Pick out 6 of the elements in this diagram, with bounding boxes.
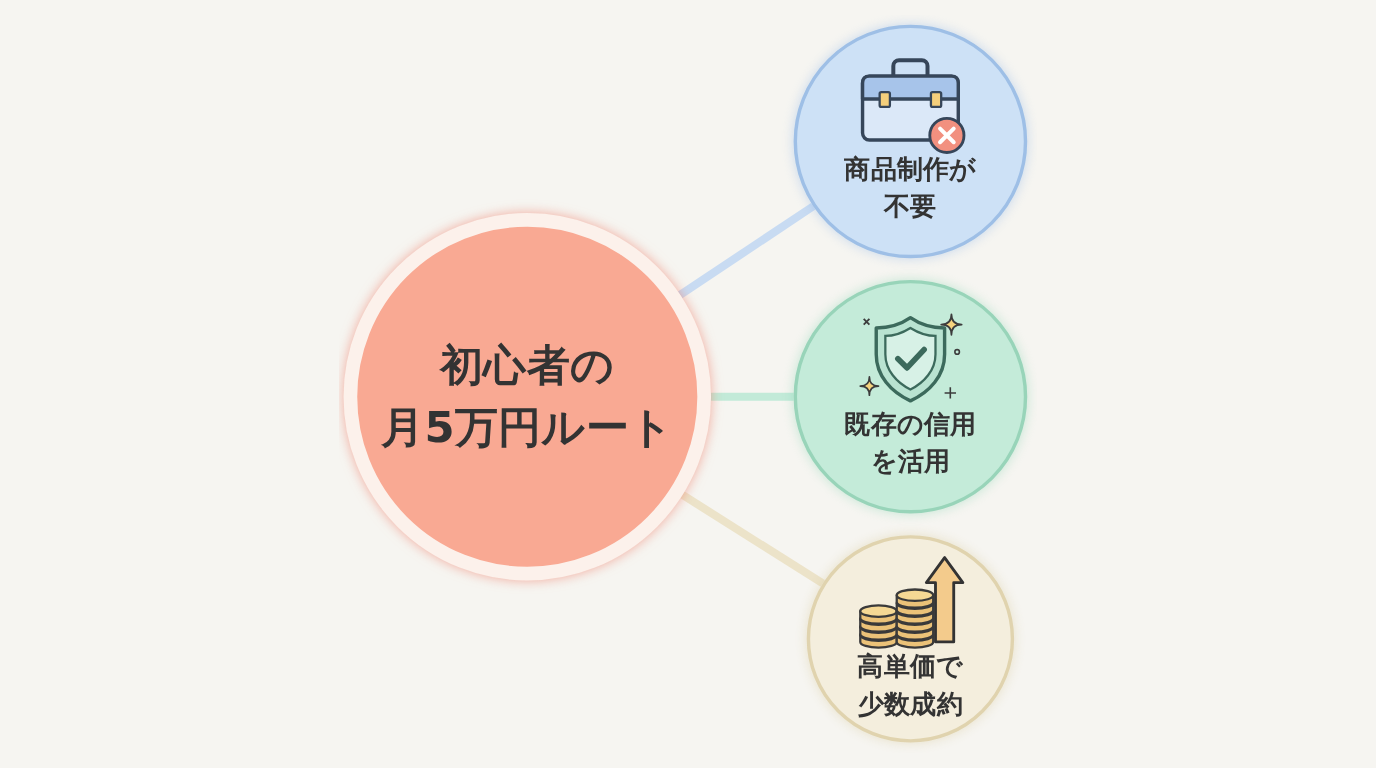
node-circle: 商品制作が不要	[793, 25, 1028, 259]
node-circle: 既存の信用を活用	[793, 280, 1028, 514]
connector	[680, 491, 825, 588]
connector	[678, 203, 816, 299]
node-circle: 初心者の月5万円ルート	[343, 213, 712, 581]
node-circle: 高単価で少数成約	[806, 535, 1015, 743]
